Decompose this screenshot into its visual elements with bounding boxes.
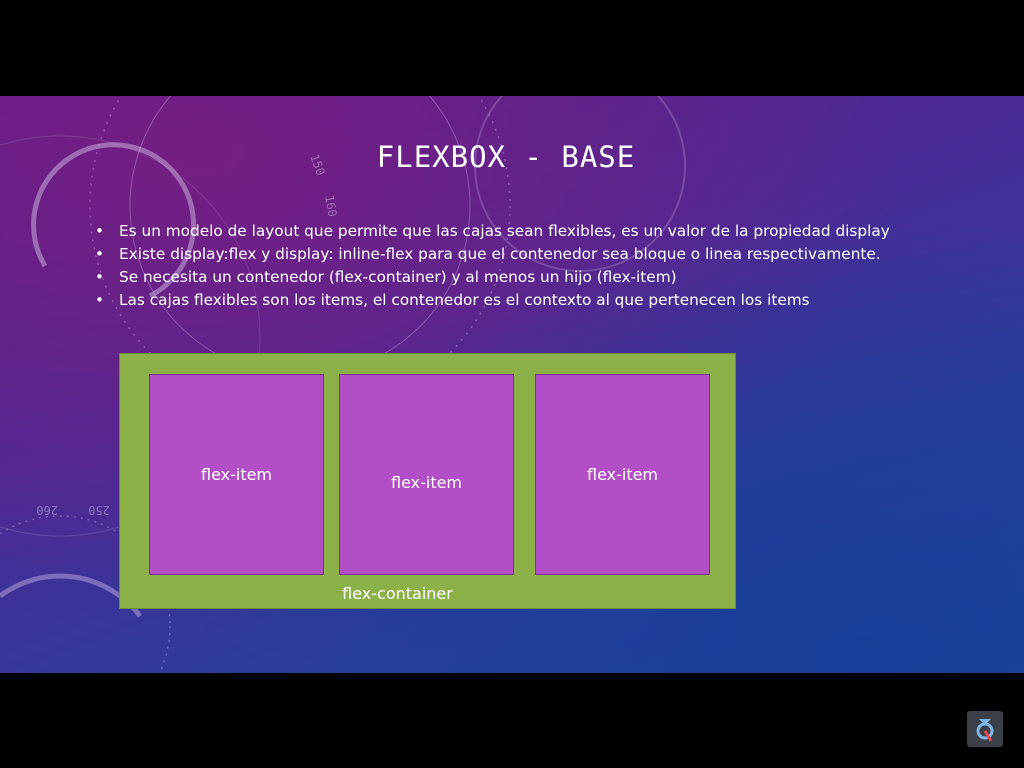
channel-logo-icon[interactable] — [967, 711, 1003, 747]
presentation-slide: 150 160 250 260 FLEXBOX - BASE • Es un mo… — [0, 96, 1024, 673]
dial-number: 250 — [88, 503, 110, 517]
bullet-text: Las cajas flexibles son los items, el co… — [119, 291, 810, 309]
bullet-dot: • — [95, 291, 105, 309]
flex-item-box: flex-item — [339, 374, 514, 575]
flex-item-label: flex-item — [200, 465, 273, 484]
flex-item-label: flex-item — [390, 473, 463, 492]
flex-container-box: flex-item flex-item flex-item flex-conta… — [119, 353, 736, 609]
flex-container-label: flex-container — [342, 584, 453, 603]
bullet-item: • Se necesita un contenedor (flex-contain… — [95, 266, 890, 289]
bullet-item: • Las cajas flexibles son los items, el c… — [95, 289, 890, 312]
bullet-dot: • — [95, 222, 105, 240]
dial-number: 150 — [307, 152, 328, 177]
bullet-dot: • — [95, 268, 105, 286]
slide-title: FLEXBOX - BASE — [376, 140, 636, 174]
flex-item-label: flex-item — [586, 465, 659, 484]
bullet-text: Se necesita un contenedor (flex-containe… — [119, 268, 677, 286]
dial-number: 160 — [322, 194, 340, 218]
flex-item-box: flex-item — [535, 374, 710, 575]
background-dial-decoration: 150 160 250 260 — [0, 96, 686, 673]
bullet-text: Existe display:flex y display: inline-fl… — [119, 245, 881, 263]
bullet-text: Es un modelo de layout que permite que l… — [119, 222, 890, 240]
bullet-dot: • — [95, 245, 105, 263]
bullet-item: • Existe display:flex y display: inline-f… — [95, 243, 890, 266]
bullet-list: • Es un modelo de layout que permite que … — [95, 220, 890, 312]
flex-item-box: flex-item — [149, 374, 324, 575]
dial-number: 260 — [36, 503, 58, 517]
bullet-item: • Es un modelo de layout que permite que … — [95, 220, 890, 243]
